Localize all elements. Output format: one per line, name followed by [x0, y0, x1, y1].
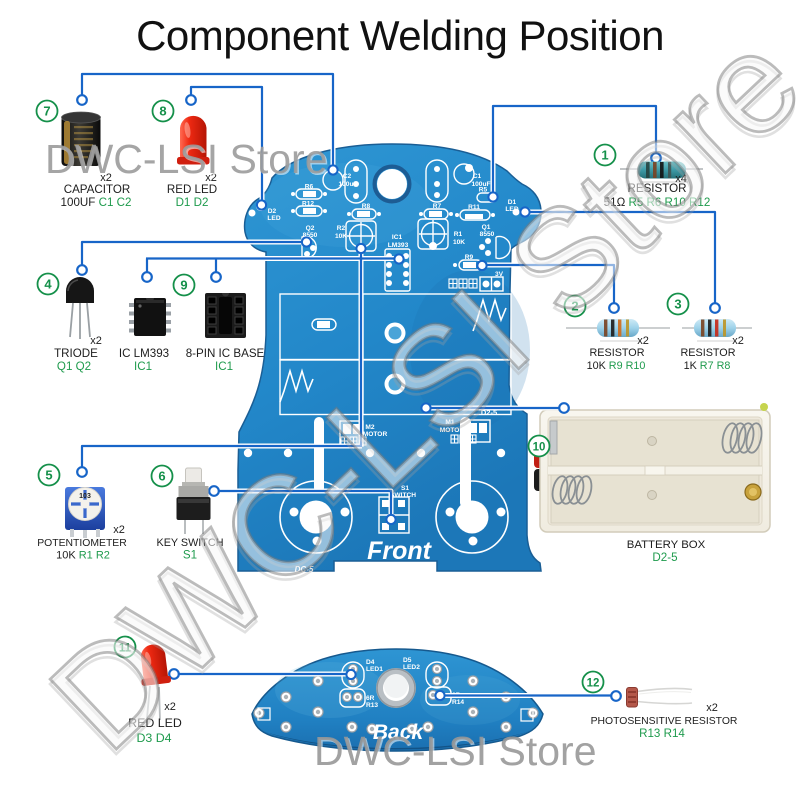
svg-text:x2: x2 [100, 172, 112, 184]
svg-text:R1: R1 [454, 231, 463, 238]
svg-text:MOTOR: MOTOR [440, 427, 465, 434]
svg-text:DWC-LSI Store: DWC-LSI Store [316, 730, 599, 776]
svg-text:M1: M1 [445, 419, 454, 426]
svg-text:3: 3 [674, 297, 681, 312]
svg-text:100uF: 100uF [471, 181, 490, 188]
svg-text:R14: R14 [452, 699, 464, 706]
svg-text:x2: x2 [732, 335, 744, 347]
svg-text:Front: Front [367, 537, 433, 565]
svg-text:8-PIN IC BASE: 8-PIN IC BASE [186, 347, 265, 360]
svg-text:1K R7 R8: 1K R7 R8 [684, 360, 731, 372]
svg-text:10K: 10K [453, 239, 465, 246]
svg-text:S1: S1 [401, 485, 409, 492]
svg-text:D2: D2 [268, 208, 277, 215]
svg-text:LED: LED [267, 215, 280, 222]
svg-text:Q1: Q1 [482, 224, 491, 231]
svg-text:R12: R12 [302, 201, 314, 208]
svg-text:x2: x2 [637, 335, 649, 347]
svg-text:MOTOR: MOTOR [363, 431, 388, 438]
svg-text:Q2: Q2 [306, 225, 315, 232]
svg-text:IC1: IC1 [392, 234, 403, 241]
svg-text:PHOTOSENSITIVE RESISTOR: PHOTOSENSITIVE RESISTOR [591, 716, 738, 727]
svg-text:5: 5 [45, 468, 52, 483]
svg-text:KEY SWITCH: KEY SWITCH [157, 537, 224, 549]
svg-text:D4: D4 [366, 659, 375, 666]
svg-text:Back: Back [373, 721, 425, 744]
svg-text:D3 D4: D3 D4 [136, 731, 171, 745]
svg-text:x2: x2 [113, 524, 125, 536]
svg-text:9: 9 [180, 278, 187, 293]
svg-text:Q1 Q2: Q1 Q2 [57, 360, 91, 373]
svg-text:R6: R6 [305, 184, 314, 191]
svg-text:R9: R9 [465, 254, 474, 261]
svg-text:7: 7 [43, 104, 50, 119]
svg-text:LM393: LM393 [388, 242, 409, 249]
svg-text:2: 2 [571, 299, 578, 314]
svg-text:Component Welding Position: Component Welding Position [136, 12, 664, 59]
svg-text:10K R1 R2: 10K R1 R2 [56, 550, 110, 562]
svg-text:TRIODE: TRIODE [54, 347, 98, 360]
svg-text:D2-5: D2-5 [652, 551, 677, 564]
svg-text:x2: x2 [90, 335, 102, 347]
svg-text:D2-5: D2-5 [481, 408, 497, 417]
svg-text:R8: R8 [362, 203, 371, 210]
svg-text:6: 6 [158, 469, 165, 484]
svg-text:4: 4 [44, 277, 52, 292]
svg-text:x4: x4 [675, 173, 687, 185]
svg-text:RED LED: RED LED [167, 183, 217, 196]
svg-text:R11: R11 [468, 204, 480, 211]
svg-text:C2: C2 [343, 173, 352, 180]
svg-text:3V: 3V [495, 271, 504, 278]
svg-text:C1: C1 [473, 173, 482, 180]
svg-text:IC1: IC1 [215, 360, 233, 373]
svg-text:8: 8 [159, 104, 166, 119]
svg-text:S1: S1 [183, 549, 197, 562]
svg-text:10K: 10K [335, 233, 347, 240]
svg-text:RESISTOR: RESISTOR [681, 347, 736, 359]
svg-text:DC-5: DC-5 [295, 565, 314, 574]
svg-text:100UF C1 C2: 100UF C1 C2 [61, 196, 132, 209]
svg-text:DWC-LSI Store: DWC-LSI Store [314, 728, 597, 774]
svg-text:POTENTIOMETER: POTENTIOMETER [37, 538, 127, 549]
svg-text:R5: R5 [479, 187, 488, 194]
svg-text:CAPACITOR: CAPACITOR [64, 183, 131, 196]
svg-text:8550: 8550 [303, 232, 318, 239]
svg-text:LED2: LED2 [403, 664, 420, 671]
svg-text:100uF: 100uF [338, 181, 357, 188]
svg-text:IC LM393: IC LM393 [119, 347, 169, 360]
svg-text:RESISTOR: RESISTOR [590, 347, 645, 359]
svg-text:103: 103 [79, 493, 91, 500]
svg-text:x2: x2 [164, 701, 176, 713]
svg-text:BATTERY BOX: BATTERY BOX [627, 539, 706, 551]
svg-text:DWC-LSI Store: DWC-LSI Store [45, 136, 328, 182]
svg-text:R2: R2 [337, 225, 346, 232]
svg-text:LED1: LED1 [366, 666, 383, 673]
svg-text:D1 D2: D1 D2 [176, 196, 209, 209]
svg-text:x2: x2 [706, 702, 718, 714]
svg-text:R7: R7 [433, 203, 442, 210]
svg-text:10: 10 [533, 442, 546, 454]
svg-text:LED: LED [505, 206, 518, 213]
svg-text:RED LED: RED LED [128, 716, 182, 730]
svg-text:8550: 8550 [480, 231, 495, 238]
svg-text:SWITCH: SWITCH [390, 492, 416, 499]
svg-text:D1: D1 [508, 199, 517, 206]
svg-text:IC1: IC1 [134, 360, 152, 373]
svg-text:1: 1 [601, 148, 608, 163]
svg-text:R13 R14: R13 R14 [639, 727, 685, 740]
svg-text:10K R9 R10: 10K R9 R10 [587, 360, 646, 372]
svg-text:D5: D5 [403, 657, 412, 664]
svg-text:DWC-LSI Store: DWC-LSI Store [47, 138, 330, 184]
svg-text:11: 11 [119, 643, 132, 655]
svg-text:RESISTOR: RESISTOR [627, 182, 686, 195]
svg-text:R13: R13 [366, 702, 378, 709]
svg-text:12: 12 [587, 678, 600, 690]
svg-text:51Ω R5 R6 R10 R12: 51Ω R5 R6 R10 R12 [604, 196, 711, 209]
svg-text:x2: x2 [205, 172, 217, 184]
svg-text:M2: M2 [365, 424, 374, 431]
svg-text:6R: 6R [366, 695, 375, 702]
